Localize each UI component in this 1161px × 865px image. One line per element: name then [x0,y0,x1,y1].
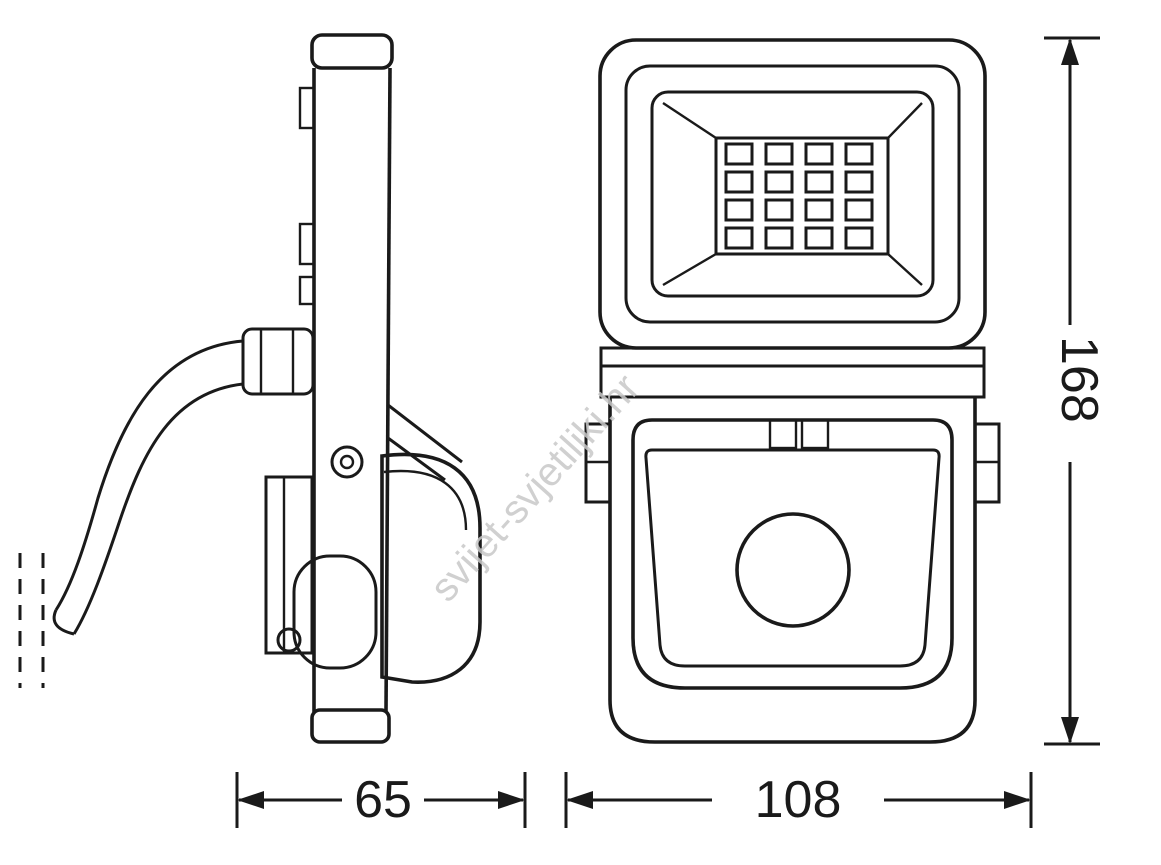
watermark: svijet-svjetiljki.hr [422,366,648,610]
reflector [650,90,935,298]
sensor-knuckle [292,554,378,670]
cover-clip [800,418,830,450]
bracket-arm-edge [387,436,446,482]
bracket-pivot [276,627,302,653]
side-bottom-cap [310,708,391,744]
hinge-band [599,346,986,399]
dim-width-side: 65 [235,771,527,829]
side-view [18,33,482,744]
head-inner-frame [624,64,961,324]
dim-label-side-width: 65 [354,771,412,829]
arrowhead-left [237,791,264,809]
arrowhead-right [1004,791,1031,809]
arrowhead-right [498,791,525,809]
arrowhead-left [566,791,593,809]
side-tab-right [973,422,1001,504]
dim-height: 168 [1044,36,1108,746]
arrowhead-bottom [1061,717,1079,744]
hinge-bolt-center [339,454,355,470]
arrowhead-top [1061,38,1079,65]
side-fin [298,86,316,130]
sensor-housing-front [608,397,977,744]
cover-clip [768,418,798,450]
dim-label-front-width: 108 [755,771,842,829]
front-view [584,38,1001,744]
pir-sensor-lens [735,512,851,628]
side-fin [298,222,316,266]
side-tab-left [584,422,612,504]
power-cable [52,339,244,636]
sensor-cover [631,418,954,690]
wall-hatch [18,553,45,688]
side-top-cap [310,33,394,70]
bracket-arm-edge [387,403,463,464]
head-outer-frame [598,38,987,350]
led-grid [724,142,874,250]
cable-gland [241,327,315,396]
side-slab-right-edge [384,67,392,713]
sensor-housing-side [380,452,482,684]
mount-bracket [264,475,314,655]
hinge-bolt [330,445,364,479]
dim-label-height: 168 [1050,336,1108,423]
dim-width-front: 108 [564,771,1033,829]
side-fin [298,275,316,306]
